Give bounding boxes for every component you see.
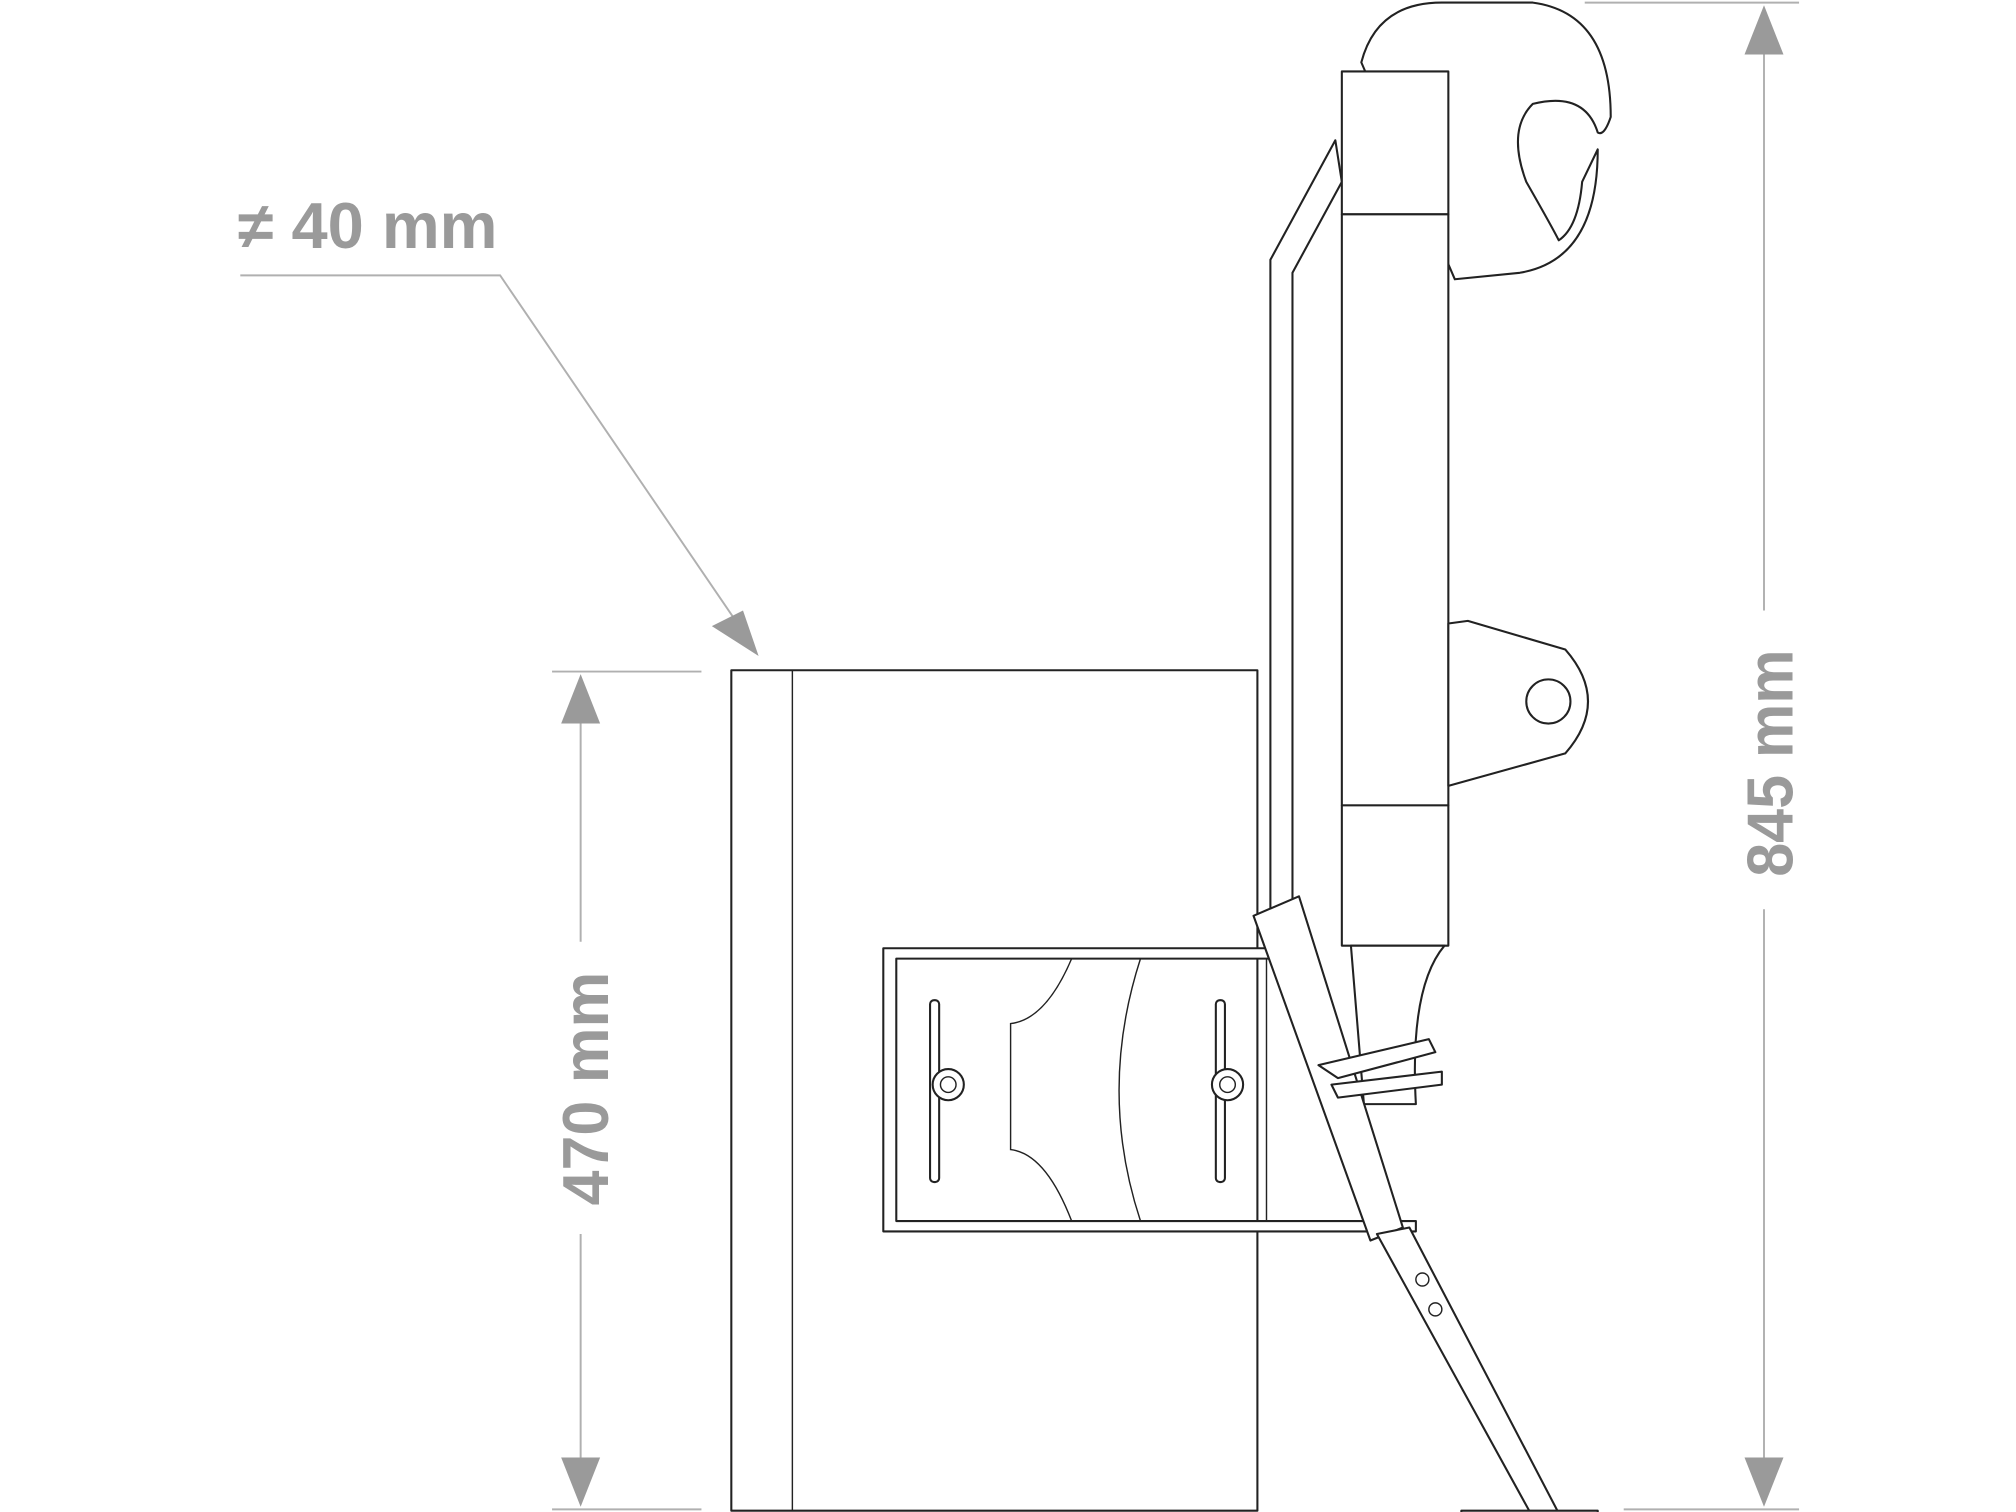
thickness-label: ≠ 40 mm — [238, 189, 498, 262]
thickness-dimension: ≠ 40 mm — [238, 189, 759, 656]
total-height-label: 845 mm — [1734, 649, 1807, 876]
arrow-up-icon — [561, 674, 601, 724]
support-leg — [1252, 895, 1599, 1512]
height-label: 470 mm — [549, 972, 622, 1206]
arrow-down-icon — [561, 1457, 601, 1507]
hitch-frame — [1269, 1, 1612, 1106]
weight-block — [730, 669, 1259, 1512]
slot — [929, 999, 1245, 1184]
arrow-icon — [711, 610, 759, 656]
arrow-up-icon — [1744, 5, 1784, 55]
arrow-down-icon — [1744, 1457, 1784, 1507]
total-height-dimension: 845 mm — [1584, 1, 1807, 1511]
mounting-bracket — [882, 947, 1417, 1233]
height-dimension: 470 mm — [549, 670, 702, 1511]
